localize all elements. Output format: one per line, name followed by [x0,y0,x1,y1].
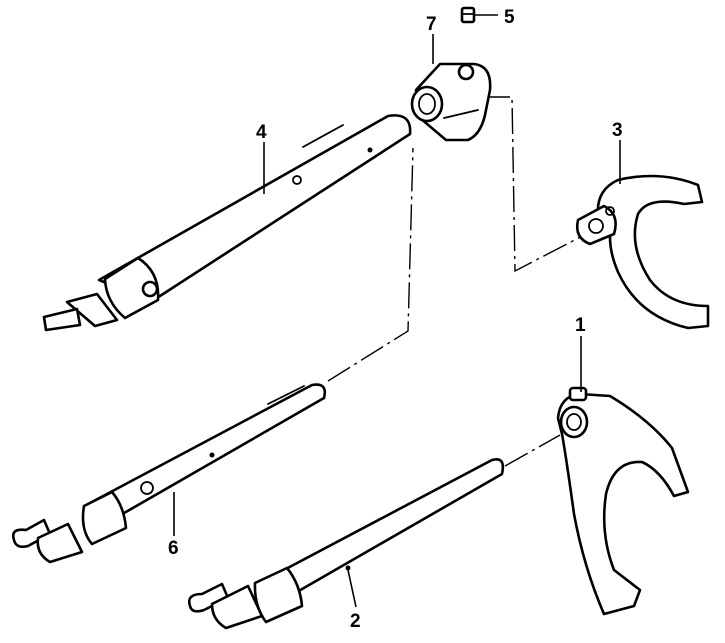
shift-block-part-7 [410,62,492,142]
centerline-rail-6-to-block-7 [327,147,414,382]
callout-6: 6 [168,538,179,559]
shift-rail-part-4 [42,114,412,332]
callout-7: 7 [426,14,437,35]
callout-4: 4 [256,122,267,143]
bushing-part-5 [460,6,476,24]
shift-fork-part-1 [556,386,690,616]
callout-1: 1 [575,315,586,336]
callout-labels: 1 2 3 4 5 6 7 [168,7,623,632]
assembly-center-lines [327,96,591,467]
callout-2: 2 [350,611,361,632]
shift-rail-part-6 [11,383,327,564]
callout-5: 5 [504,7,515,28]
callout-3: 3 [612,120,623,141]
centerline-block-7-to-fork-3 [484,96,591,273]
shift-rail-part-2 [187,458,505,630]
centerline-rail-2-to-fork-1 [504,434,561,467]
shift-fork-part-3 [575,174,710,330]
leader-2 [347,569,357,608]
callout-leaders [173,14,621,608]
